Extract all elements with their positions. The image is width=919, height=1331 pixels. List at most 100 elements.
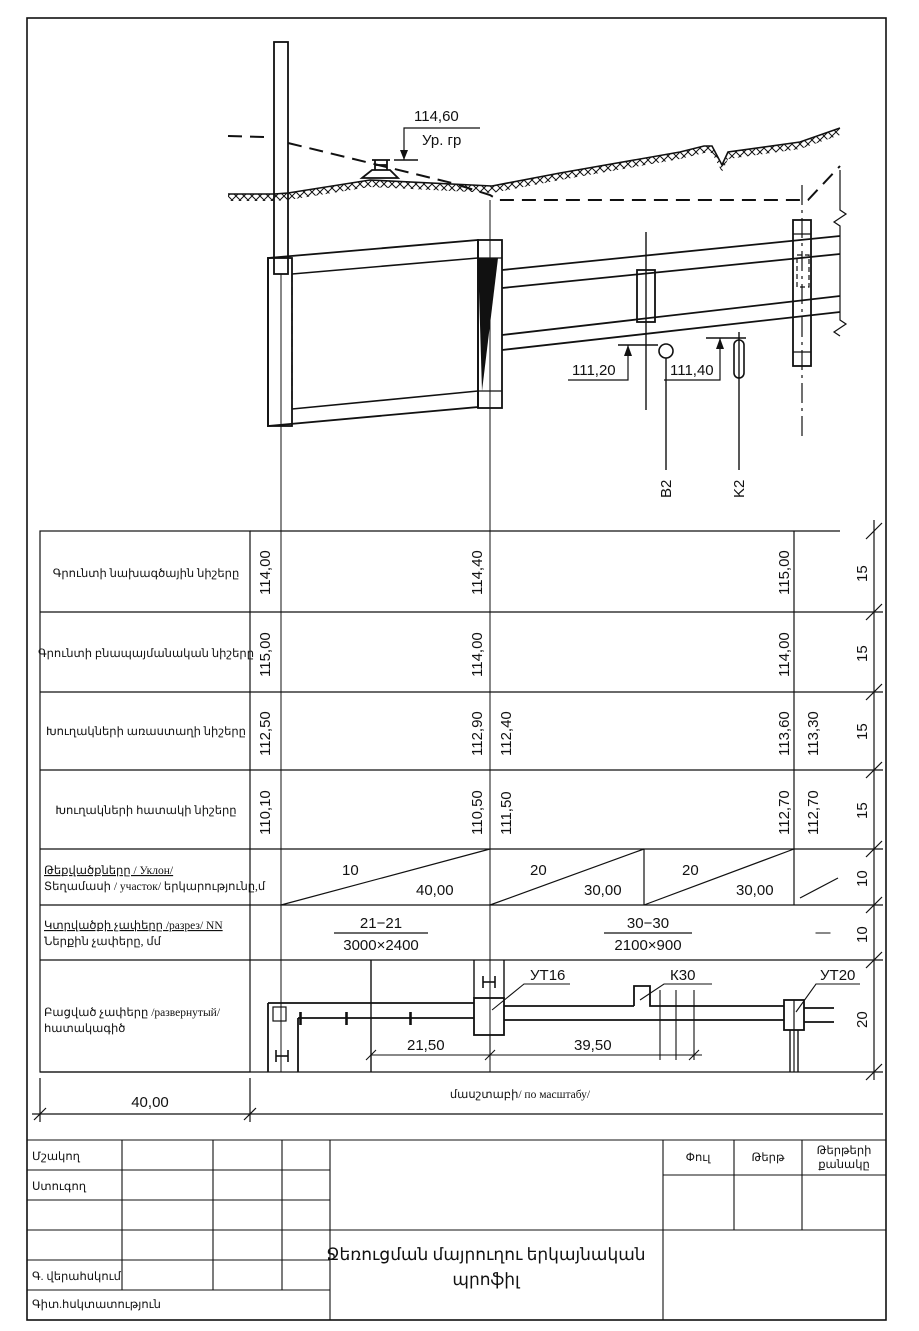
role-developer: Մշակող xyxy=(32,1150,81,1163)
svg-text:I: I xyxy=(344,1009,349,1029)
section-size: 3000×2400 xyxy=(343,937,419,954)
chamber-inner-bottom xyxy=(291,390,479,410)
plan-ibeam-symbols: I I I xyxy=(298,1009,413,1029)
role-checker: Ստուգող xyxy=(32,1181,87,1193)
pipe-mark-1-arrow xyxy=(624,345,632,356)
pipe-top-value: 113,30 xyxy=(805,711,822,756)
natural-ground-hatch xyxy=(228,128,840,201)
vertical-pole xyxy=(273,41,289,275)
row-label-design-ground: Գրունտի նախագծային նիշերը xyxy=(53,567,240,580)
pipe-b2-circle xyxy=(658,343,674,359)
natural-ground-value: 114,00 xyxy=(776,632,793,677)
row-label-slope-1: Թեքվածքները / Уклон/ xyxy=(44,864,174,877)
ground-mark-arrow xyxy=(400,150,408,160)
design-ground-line xyxy=(227,135,265,138)
row-label-section-1: Կտրվածքի չափերը /разрез/ NN xyxy=(44,919,223,932)
scale-note: մասշտաբի/ по масштабу/ xyxy=(450,1088,591,1101)
row-height: 15 xyxy=(854,565,871,582)
break-line xyxy=(832,170,848,337)
design-ground-line-2 xyxy=(287,142,841,201)
channel-top-outer xyxy=(501,235,841,271)
row-label-slope-2: Տեղամասի / участок/ երկարությունը,մ xyxy=(44,880,266,893)
profile-view xyxy=(227,41,848,1072)
section-name: 21−21 xyxy=(360,915,402,932)
row-height: 15 xyxy=(854,802,871,819)
channel-top-inner xyxy=(501,253,841,289)
plan-dimensions xyxy=(365,983,860,1061)
row-height: 20 xyxy=(854,1011,871,1028)
natural-ground-value: 114,00 xyxy=(469,632,486,677)
pipe-top-value: 112,90 xyxy=(469,711,486,756)
line-k2-label: K2 xyxy=(731,480,748,498)
end-chamber-hidden xyxy=(796,254,810,288)
sheet-label: Թերթ xyxy=(752,1151,785,1164)
channel-bottom-inner xyxy=(501,295,841,336)
role-supervision: Գ. վերահսկում xyxy=(32,1270,122,1283)
ground-mark-leader-2 xyxy=(403,127,480,160)
slope-value: 20 xyxy=(682,862,699,879)
role-quality: Գիտ.հսկտատություն xyxy=(32,1298,161,1311)
pipe-mark-1-dim xyxy=(568,345,629,381)
design-ground-value: 115,00 xyxy=(776,550,793,595)
pipe-mark-1: 111,20 xyxy=(572,362,616,379)
section-size: 2100×900 xyxy=(614,937,681,954)
pipe-bottom-value: 110,10 xyxy=(257,790,274,835)
segment-length: 40,00 xyxy=(416,882,454,899)
chamber-left xyxy=(267,257,293,427)
plan-ut16: УТ16 xyxy=(530,967,565,984)
drawing-title: Ջեռուցման մայրուղու երկայնական xyxy=(326,1245,645,1264)
pipe-bottom-value: 112,70 xyxy=(805,790,822,835)
stage-label: Փուլ xyxy=(686,1152,712,1164)
segment-length: 30,00 xyxy=(584,882,622,899)
plan-dim-1: 21,50 xyxy=(407,1037,445,1054)
plan-view xyxy=(267,960,834,1072)
section-name: 30−30 xyxy=(627,915,669,932)
pipe-top-value: 112,40 xyxy=(498,711,515,756)
row-label-plan-2: հատակագիծ xyxy=(44,1022,125,1035)
row-label-pipe-bottom: Խուղակների հատակի նիշերը xyxy=(55,804,236,817)
line-b2-label: B2 xyxy=(658,480,675,498)
design-ground-value: 114,40 xyxy=(469,550,486,595)
profile-table-grid xyxy=(39,520,883,1080)
svg-text:I: I xyxy=(408,1009,413,1029)
row-label-pipe-top: Խուղակների առաստաղի նիշերը xyxy=(46,725,246,738)
drawing-title-2: պրոֆիլ xyxy=(452,1270,521,1289)
pipe-bottom-value: 110,50 xyxy=(469,790,486,835)
segment-length: 30,00 xyxy=(736,882,774,899)
ground-mark-label: Ур. гр xyxy=(422,132,461,149)
header-width-dim: 40,00 xyxy=(131,1094,169,1111)
slope-value: 20 xyxy=(530,862,547,879)
section-name: — xyxy=(816,924,831,941)
design-ground-value: 114,00 xyxy=(257,550,274,595)
row-label-natural-ground: Գրունտի բնապայմանական նիշերը xyxy=(38,647,254,660)
sheets-count-label: Թերթերի xyxy=(817,1144,872,1157)
pipe-mark-2-dim xyxy=(664,338,721,381)
svg-text:I: I xyxy=(298,1009,303,1029)
slope-value: 10 xyxy=(342,862,359,879)
row-height: 15 xyxy=(854,723,871,740)
right-dim-ticks xyxy=(865,522,883,1081)
channel-bottom-outer xyxy=(501,311,841,351)
pipe-mark-2: 111,40 xyxy=(670,362,714,379)
pipe-top-value: 112,50 xyxy=(257,711,274,756)
plan-k30: К30 xyxy=(670,967,695,984)
pipe-top-value: 113,60 xyxy=(776,711,793,756)
pipe-bottom-value: 111,50 xyxy=(498,791,515,835)
plan-dim-2: 39,50 xyxy=(574,1037,612,1054)
row-height: 10 xyxy=(854,926,871,943)
row-label-plan-1: Բացված չափերը /развернутый/ xyxy=(44,1006,221,1019)
sheets-count-label-2: քանակը xyxy=(818,1158,870,1171)
plan-h-symbols xyxy=(275,976,496,1062)
row-label-section-2: Ներքին չափերը, մմ xyxy=(44,935,162,948)
bottom-dimension xyxy=(32,1078,883,1122)
sheet-frame xyxy=(26,17,887,1321)
natural-ground-value: 115,00 xyxy=(257,632,274,677)
row-height: 15 xyxy=(854,645,871,662)
row-height: 10 xyxy=(854,870,871,887)
pipe-mark-2-arrow xyxy=(716,338,724,349)
chamber-wedge xyxy=(478,258,498,391)
chamber-body xyxy=(267,239,479,427)
ground-mark-value: 114,60 xyxy=(414,108,459,125)
title-block-grid xyxy=(27,1139,886,1320)
